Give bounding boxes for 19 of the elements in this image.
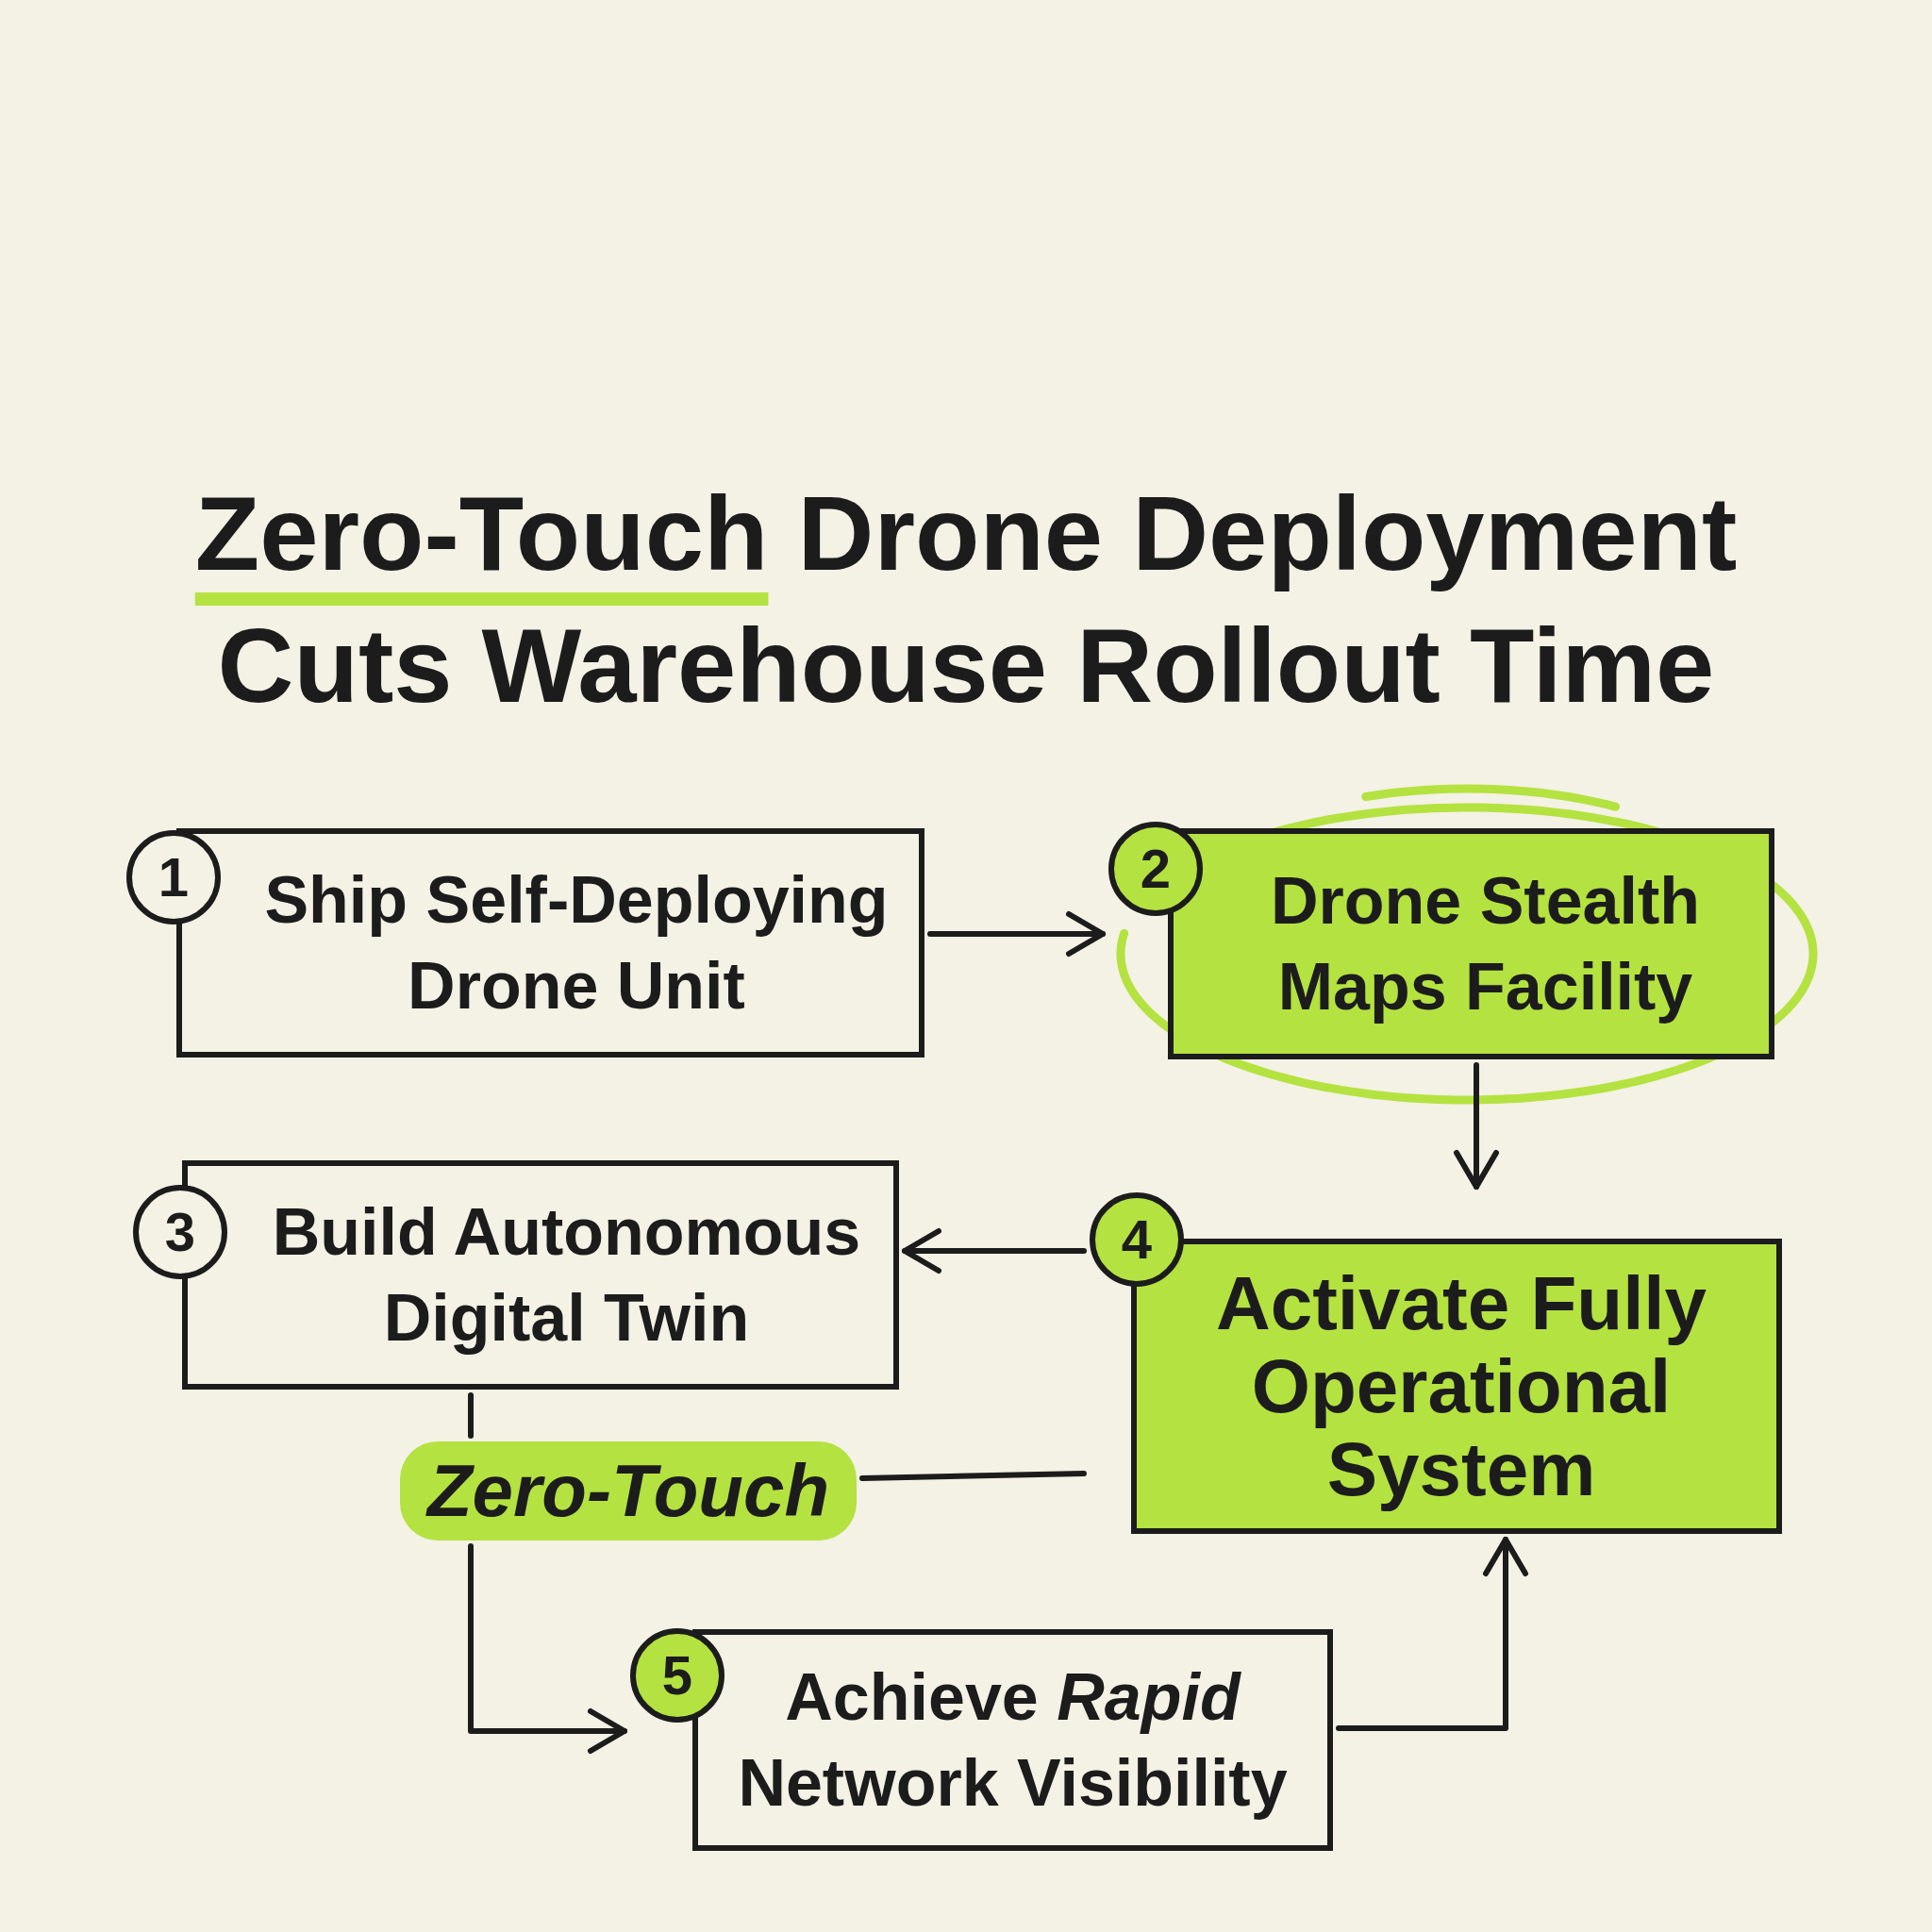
arrow: [927, 911, 1106, 957]
number-badge: 1: [126, 830, 221, 924]
number-badge: 3: [133, 1185, 227, 1279]
arrow: [1454, 1062, 1499, 1190]
arrow: [468, 1543, 627, 1754]
step-label: Ship Self-Deploying Drone Unit: [263, 861, 890, 1024]
highlighted-label: Zero-Touch: [400, 1441, 857, 1541]
title: Zero-Touch Drone Deployment Cuts Warehouse Rollout Time: [193, 474, 1739, 726]
arrow: [902, 1228, 1087, 1274]
number-badge: 5: [630, 1628, 724, 1723]
step-label: Achieve Rapid Network Visibility: [737, 1658, 1289, 1822]
step-label: Build Autonomous Digital Twin: [271, 1193, 862, 1357]
number-badge: 4: [1090, 1192, 1184, 1287]
step-label: Activate Fully Operational System: [1214, 1261, 1708, 1511]
connector-line: [468, 1392, 474, 1439]
number-badge: 2: [1108, 822, 1203, 916]
step-label: Drone Stealth Maps Facility: [1269, 862, 1702, 1025]
connector-line: [859, 1471, 1087, 1481]
arrow: [1336, 1537, 1528, 1731]
